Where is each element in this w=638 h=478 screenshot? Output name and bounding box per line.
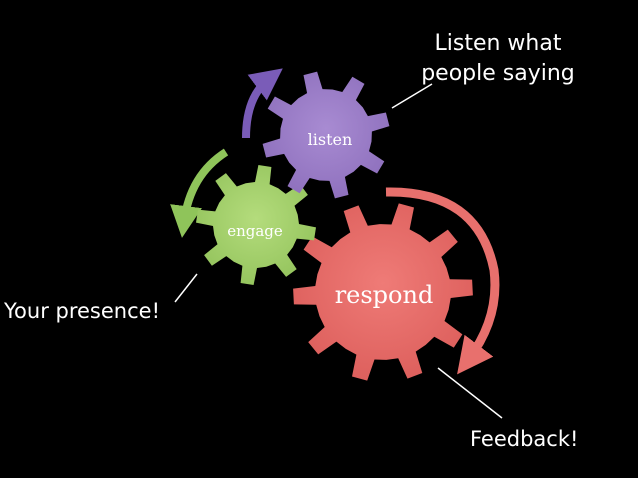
respond-gear bbox=[293, 203, 473, 381]
engage-gear-label: engage bbox=[227, 222, 283, 240]
engage-callout-line bbox=[174, 273, 198, 303]
listen-arrow bbox=[242, 68, 283, 139]
engage-arrow bbox=[170, 148, 229, 238]
respond-arrow bbox=[385, 187, 500, 375]
listen-callout-line2: people saying bbox=[421, 61, 575, 86]
listen-callout-line1: Listen what bbox=[435, 31, 562, 56]
respond-gear-label: respond bbox=[335, 281, 434, 309]
respond-callout-text: Feedback! bbox=[470, 427, 578, 451]
listen-gear bbox=[262, 71, 390, 199]
listen-gear-label: listen bbox=[308, 130, 353, 149]
engage-callout-text: Your presence! bbox=[3, 299, 160, 323]
respond-callout-line bbox=[437, 367, 503, 419]
listen-callout-line bbox=[391, 83, 433, 109]
engage-gear bbox=[196, 165, 316, 285]
